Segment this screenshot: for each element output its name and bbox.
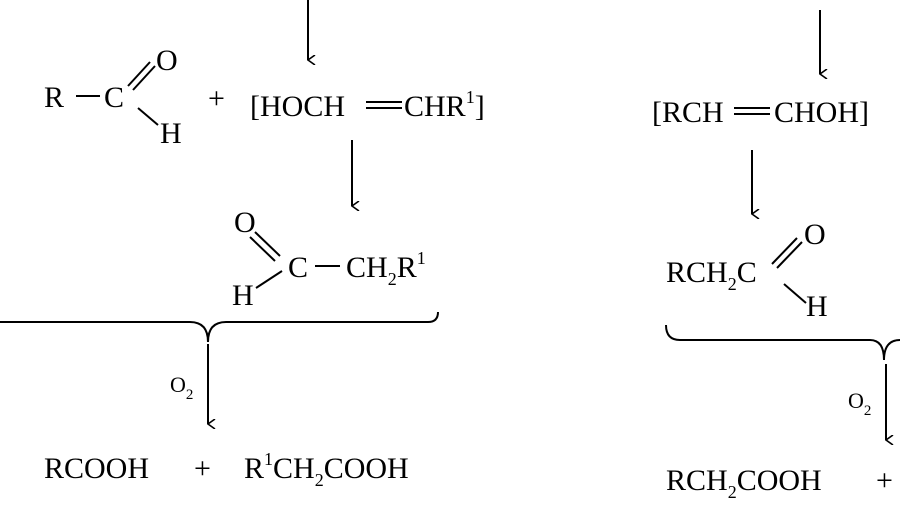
oxidant-right: O2: [848, 388, 871, 419]
enol-right-close: CHOH]: [774, 96, 869, 129]
right-final-acid: RCH2COOH: [666, 464, 822, 502]
right-brace: [665, 324, 900, 361]
product-o: O: [234, 206, 256, 239]
bond-c-o-double-2: [132, 65, 156, 91]
final-acid-rcooh: RCOOH: [44, 452, 149, 485]
right-aldehyde-rch2: RCH2C: [666, 256, 757, 294]
enol-right-open: [RCH: [652, 96, 724, 129]
left-brace: [0, 311, 439, 343]
oxidant-left: O2: [170, 372, 193, 403]
plus-left-2: +: [194, 452, 211, 485]
plus-left-1: +: [208, 82, 225, 115]
aldehyde-r: R: [44, 81, 64, 114]
product-ch2r1: CH2R1: [346, 248, 426, 289]
bond-c-h: [137, 107, 159, 126]
aldehyde-c: C: [104, 81, 124, 114]
final-acid-r1ch2cooh: R1CH2COOH: [244, 449, 409, 490]
right-aldehyde-h: H: [806, 290, 828, 323]
plus-right: +: [876, 464, 893, 497]
aldehyde-h: H: [160, 117, 182, 150]
product-h: H: [232, 279, 254, 312]
enol-left-open: [HOCH: [250, 90, 345, 123]
right-bond-c-o-2: [776, 241, 803, 269]
product-bond-o-c-1: [254, 231, 281, 257]
product-bond-h-c: [255, 270, 283, 289]
right-bond-c-h: [783, 283, 807, 304]
right-bond-c-o-1: [771, 237, 798, 265]
right-aldehyde-o: O: [804, 218, 826, 251]
enol-left-close: CHR1]: [404, 87, 485, 123]
product-c: C: [288, 251, 308, 284]
aldehyde-o: O: [156, 44, 178, 77]
bond-c-o-double-1: [127, 61, 151, 87]
product-bond-o-c-2: [249, 236, 276, 262]
